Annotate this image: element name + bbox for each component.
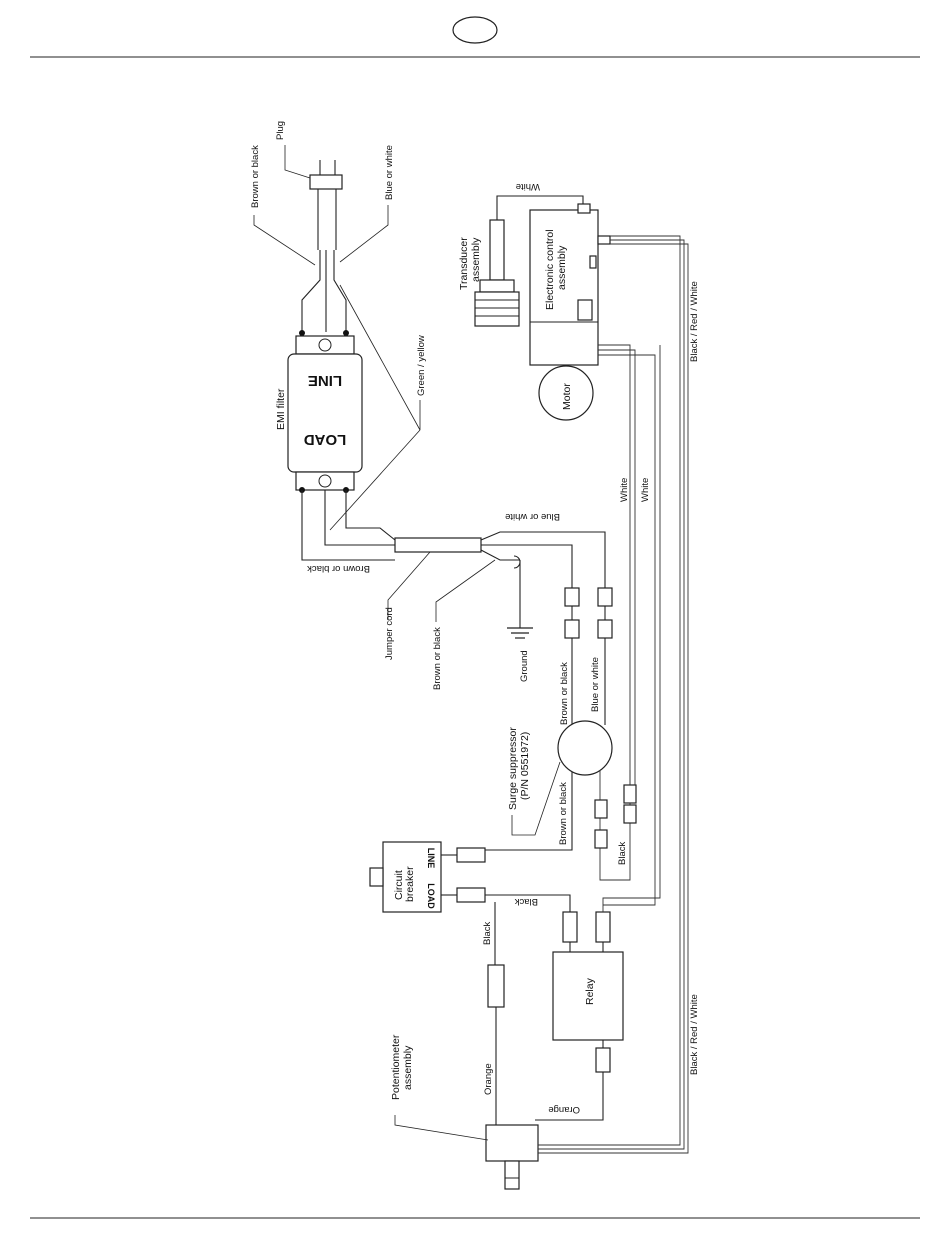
black-red-white-top-label: Black / Red / White bbox=[689, 281, 700, 362]
cb-load-text: LOAD bbox=[426, 883, 436, 909]
green-yellow-label: Green / yellow bbox=[416, 335, 427, 396]
white-mid2-label: White bbox=[640, 478, 651, 502]
plug-label: Plug bbox=[275, 121, 286, 140]
cb-load-connector bbox=[456, 887, 486, 903]
emi-line-text: LINE bbox=[308, 372, 342, 389]
surge-label-line1: Surge suppressor bbox=[507, 727, 519, 810]
motor-label: Motor bbox=[561, 383, 573, 410]
transducer-label-line2: assembly bbox=[470, 237, 482, 282]
ecu-label-line1: Electronic control bbox=[544, 229, 556, 310]
cb-label-line2: breaker bbox=[404, 866, 416, 902]
brown-or-black-sup-out-label: Brown or black bbox=[558, 782, 569, 845]
circuit-breaker: LINE LOAD bbox=[369, 841, 442, 913]
black-red-white-bottom-label: Black / Red / White bbox=[689, 994, 700, 1075]
black-red-white-cable bbox=[538, 235, 689, 1154]
white-mid1-label: White bbox=[619, 478, 630, 502]
blue-or-white-sup-in-label: Blue or white bbox=[590, 657, 601, 712]
blue-or-white-top-label: Blue or white bbox=[384, 145, 395, 200]
motor bbox=[538, 365, 594, 421]
jumper-cord-label: Jumper cord bbox=[384, 607, 395, 660]
potentiometer bbox=[485, 1124, 539, 1190]
surge-suppressor bbox=[557, 720, 613, 776]
brown-or-black-sup-in-label: Brown or black bbox=[559, 662, 570, 725]
relay bbox=[552, 951, 624, 1041]
brown-or-black-top-label: Brown or black bbox=[250, 145, 261, 208]
relay-label: Relay bbox=[584, 977, 596, 1005]
connector-pair-upper bbox=[564, 587, 613, 639]
surge-label-line2: (P/N 0551972) bbox=[519, 732, 531, 800]
white-top-label: White bbox=[516, 181, 540, 192]
brown-or-black-jumper-label: Brown or black bbox=[432, 627, 443, 690]
emi-load-text: LOAD bbox=[304, 431, 347, 448]
black-cb-right-label: Black bbox=[515, 896, 538, 907]
pot-label-line2: assembly bbox=[402, 1045, 414, 1090]
black-cb-left-label: Black bbox=[482, 922, 493, 945]
orange-right-label: Orange bbox=[548, 1104, 580, 1115]
ground-label: Ground bbox=[519, 650, 530, 682]
orange-left-label: Orange bbox=[483, 1063, 494, 1095]
jumper-cord bbox=[394, 531, 606, 628]
pot-label-line1: Potentiometer bbox=[390, 1034, 402, 1100]
relay-input-connectors bbox=[562, 911, 611, 943]
black-lower-label: Black bbox=[617, 842, 628, 865]
transducer-label-line1: Transducer bbox=[458, 237, 470, 290]
relay-output-connector bbox=[595, 1047, 611, 1073]
pot-connector bbox=[487, 964, 505, 1008]
brown-or-black-mid-label: Brown or black bbox=[307, 563, 370, 574]
transducer-assembly bbox=[474, 219, 520, 327]
plug bbox=[309, 160, 343, 250]
blue-or-white-mid-label: Blue or white bbox=[505, 511, 560, 522]
emi-filter-label: EMI filter bbox=[275, 388, 287, 430]
cb-label-line1: Circuit bbox=[393, 870, 405, 900]
cb-line-text: LINE bbox=[426, 848, 436, 869]
electronic-control-assembly bbox=[529, 203, 611, 366]
ecu-label-line2: assembly bbox=[556, 245, 568, 290]
ground-symbol bbox=[507, 627, 533, 639]
cb-line-connector bbox=[456, 847, 486, 863]
emi-filter: LINE LOAD bbox=[287, 335, 363, 491]
page-number-oval bbox=[452, 16, 498, 44]
